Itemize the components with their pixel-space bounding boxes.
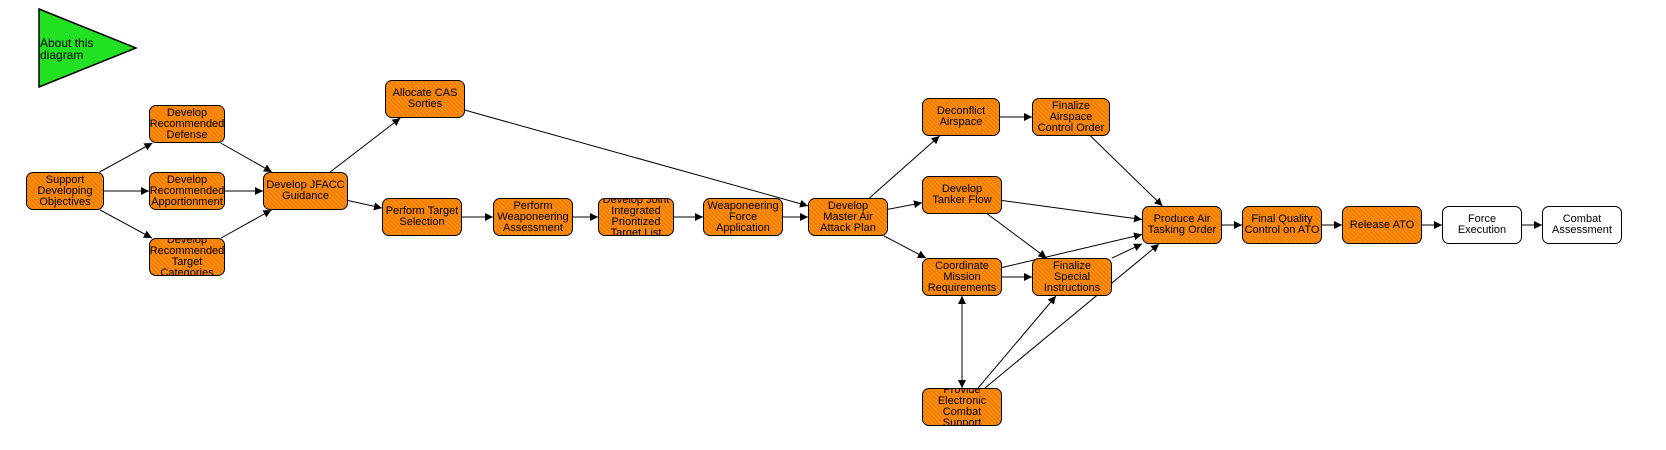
node-label: Perform Weaponeering Assessment — [497, 199, 569, 234]
node-label: Develop Master Air Attack Plan — [820, 199, 876, 234]
node-label: Provide Electronic Combat Support — [937, 388, 987, 426]
node-label: Weaponeering Force Application — [707, 199, 779, 234]
about-diagram-button[interactable]: About this diagram — [38, 8, 138, 88]
connector-develop-jfacc-guidance-to-perform-target-selection — [347, 199, 383, 211]
node-label: Support Developing Objectives — [37, 173, 93, 208]
node-allocate-cas-sorties[interactable]: Allocate CAS Sorties — [385, 80, 465, 118]
node-combat-assessment[interactable]: Combat Assessment — [1542, 206, 1622, 244]
node-provide-electronic-combat[interactable]: Provide Electronic Combat Support — [922, 388, 1002, 426]
connector-finalize-special-instructions-to-produce-air-tasking-order — [1111, 243, 1143, 259]
node-label: Develop Recommended Apportionment — [149, 173, 225, 208]
node-label: Combat Assessment — [1552, 213, 1612, 236]
connector-provide-electronic-combat-to-finalize-special-instructions — [977, 295, 1057, 389]
node-develop-joint-integrated-prioritized[interactable]: Develop Joint Integrated Prioritized Tar… — [598, 198, 674, 236]
node-develop-recommended-apportionment[interactable]: Develop Recommended Apportionment — [149, 172, 225, 210]
node-label: Final Quality Control on ATO — [1244, 213, 1320, 236]
connector-allocate-cas-sorties-to-develop-master-air-attack-plan — [464, 109, 809, 208]
node-label: Release ATO — [1349, 218, 1415, 231]
node-develop-master-air-attack-plan[interactable]: Develop Master Air Attack Plan — [808, 198, 888, 236]
node-label: Develop Recommended Target Categories — [149, 238, 225, 276]
node-weaponeering-force-application[interactable]: Weaponeering Force Application — [703, 198, 783, 236]
node-deconflict-airspace[interactable]: Deconflict Airspace — [922, 98, 1000, 136]
node-label: Develop JFACC Guidance — [266, 179, 345, 202]
connector-coordinate-mission-requirements-to-produce-air-tasking-order — [1001, 232, 1143, 269]
node-develop-recommended-target[interactable]: Develop Recommended Target Categories — [149, 238, 225, 276]
node-support-developing-objectives[interactable]: Support Developing Objectives — [26, 172, 104, 210]
node-label: Develop Tanker Flow — [932, 183, 992, 206]
node-coordinate-mission-requirements[interactable]: Coordinate Mission Requirements — [922, 258, 1002, 296]
about-diagram-label: About this diagram — [40, 36, 94, 62]
connector-develop-recommended-target-to-develop-jfacc-guidance — [220, 209, 272, 239]
node-label: Perform Target Selection — [385, 205, 459, 228]
node-label: Coordinate Mission Requirements — [927, 259, 997, 294]
connector-develop-master-air-attack-plan-to-coordinate-mission-requirements — [883, 235, 927, 259]
node-finalize-special-instructions[interactable]: Finalize Special Instructions — [1032, 258, 1112, 296]
node-perform-target-selection[interactable]: Perform Target Selection — [382, 198, 462, 236]
node-develop-recommended-defense[interactable]: Develop Recommended Defense — [149, 105, 225, 143]
connector-develop-tanker-flow-to-finalize-special-instructions — [987, 213, 1047, 259]
node-develop-tanker-flow[interactable]: Develop Tanker Flow — [922, 176, 1002, 214]
node-produce-air-tasking-order[interactable]: Produce Air Tasking Order — [1142, 206, 1222, 244]
node-label: Develop Recommended Defense — [149, 106, 225, 141]
node-label: Force Execution — [1457, 213, 1507, 236]
node-label: Deconflict Airspace — [936, 105, 986, 128]
node-release-ato[interactable]: Release ATO — [1342, 206, 1422, 244]
connector-support-developing-objectives-to-develop-recommended-defense — [99, 142, 153, 173]
connector-develop-recommended-defense-to-develop-jfacc-guidance — [220, 142, 273, 173]
connector-develop-master-air-attack-plan-to-develop-tanker-flow — [887, 200, 923, 210]
node-label: Finalize Airspace Control Order — [1037, 99, 1105, 134]
node-perform-weaponeering-assessment[interactable]: Perform Weaponeering Assessment — [493, 198, 573, 236]
connector-develop-master-air-attack-plan-to-deconflict-airspace — [869, 135, 940, 199]
node-label: Develop Joint Integrated Prioritized Tar… — [602, 198, 670, 236]
node-final-quality-control-on-ato[interactable]: Final Quality Control on ATO — [1242, 206, 1322, 244]
node-force-execution[interactable]: Force Execution — [1442, 206, 1522, 244]
node-label: Finalize Special Instructions — [1043, 259, 1101, 294]
connector-finalize-airspace-control-order-to-produce-air-tasking-order — [1090, 135, 1163, 207]
node-finalize-airspace-control-order[interactable]: Finalize Airspace Control Order — [1032, 98, 1110, 136]
connector-develop-tanker-flow-to-produce-air-tasking-order — [1001, 199, 1143, 223]
connector-provide-electronic-combat-to-produce-air-tasking-order — [984, 243, 1160, 389]
play-triangle-icon — [38, 8, 138, 88]
connector-support-developing-objectives-to-develop-recommended-target — [99, 209, 153, 239]
node-develop-jfacc-guidance[interactable]: Develop JFACC Guidance — [263, 172, 348, 210]
connector-develop-jfacc-guidance-to-allocate-cas-sorties — [329, 117, 401, 173]
node-label: Produce Air Tasking Order — [1147, 213, 1217, 236]
node-label: Allocate CAS Sorties — [392, 87, 458, 110]
